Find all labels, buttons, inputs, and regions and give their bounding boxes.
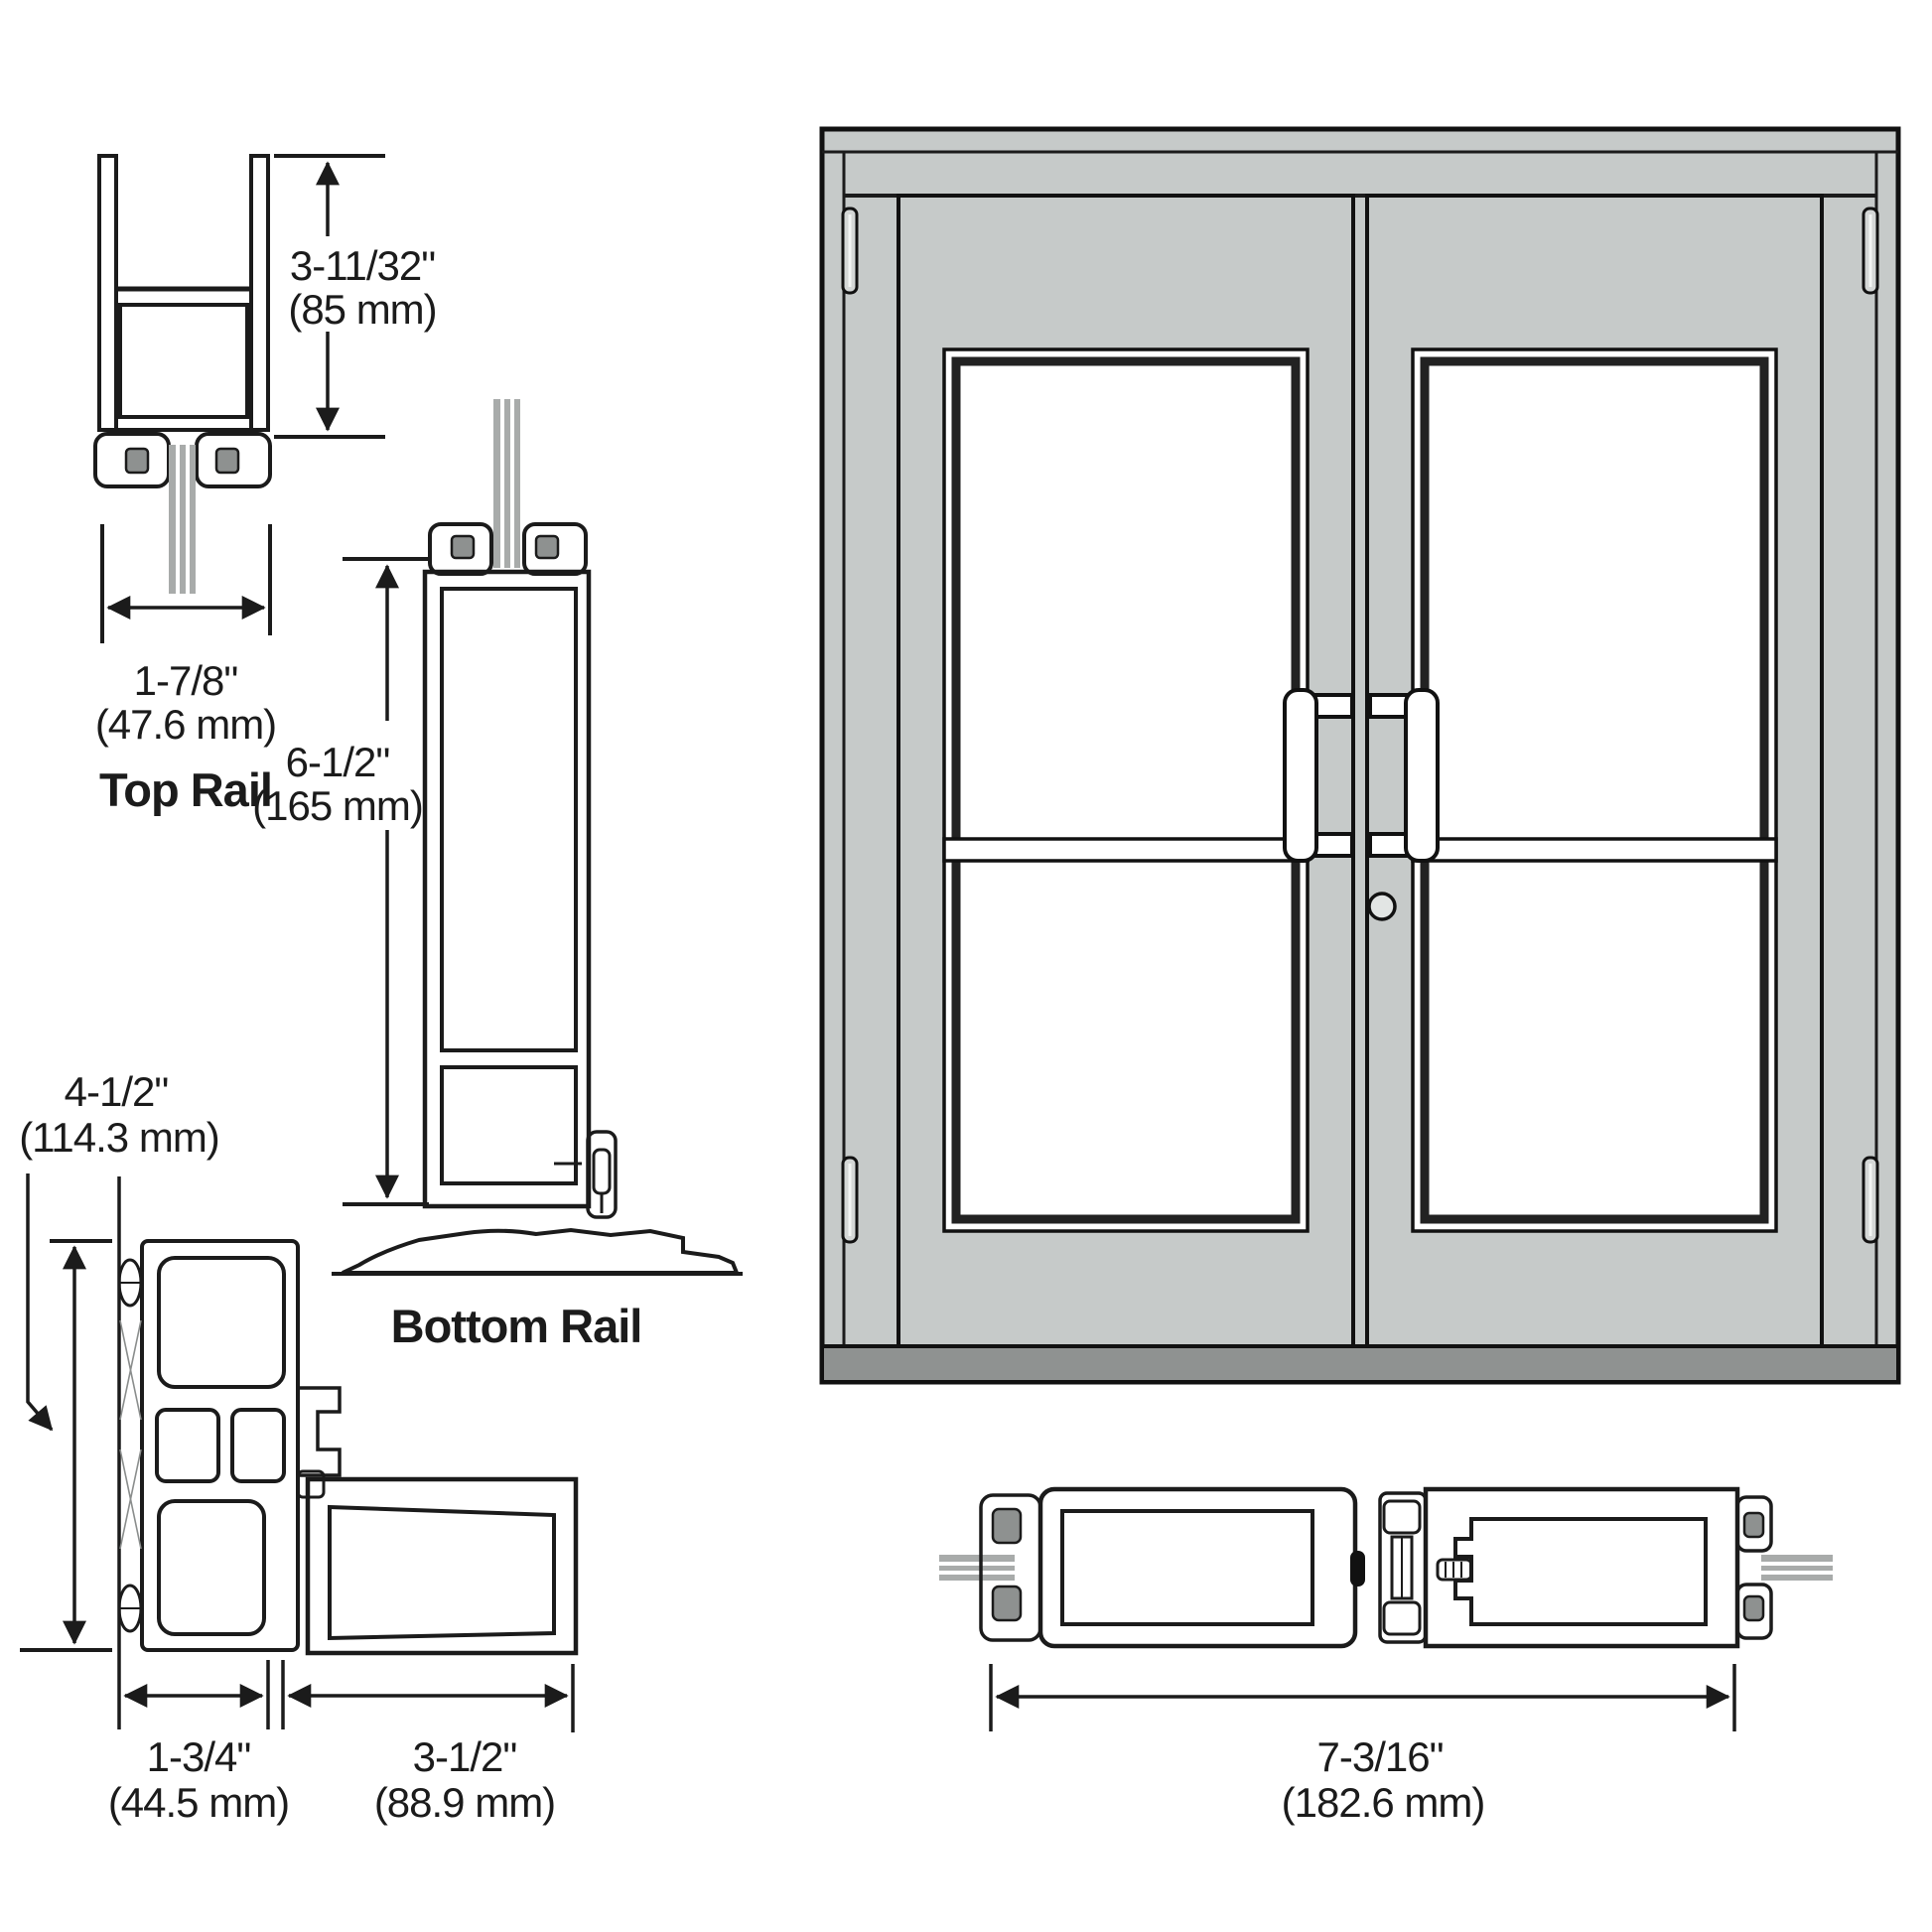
jamb-corner-detail: 4-1/2" (114.3 mm) (19, 1068, 579, 1826)
jamb-hollow-mid-right (230, 1408, 286, 1483)
shim-space-marks (119, 1319, 142, 1550)
door-stile-hollow (328, 1504, 556, 1641)
pair-width-metric: (182.6 mm) (1282, 1779, 1485, 1826)
left-gasket-top (991, 1507, 1023, 1545)
door-elevation (819, 126, 1901, 1385)
jamb-stop-clip (296, 1469, 326, 1499)
threshold (820, 1344, 1900, 1384)
top-rail-right-wall (249, 154, 270, 432)
hinge-bottom-right (1862, 1156, 1879, 1244)
bottom-rail-tube (422, 569, 592, 1209)
bottom-rail-height-imperial: 6-1/2" (286, 739, 390, 785)
top-rail-gasket-insert-left (124, 447, 150, 475)
stile-width-imperial: 3-1/2" (413, 1733, 517, 1780)
bottom-rail-hollow-upper (440, 587, 578, 1052)
door-stile-tube (305, 1476, 579, 1656)
jamb-depth-metric: (114.3 mm) (19, 1114, 219, 1161)
bottom-rail-detail: 6-1/2" (165 mm) Bottom Rail (252, 399, 743, 1352)
glass-section (169, 445, 196, 594)
top-rail-width-metric: (47.6 mm) (95, 701, 276, 748)
right-gasket-top (1742, 1511, 1765, 1539)
meeting-stile-detail: 7-3/16" (182.6 mm) (939, 1486, 1833, 1826)
bottom-rail-gasket-insert-right (534, 534, 560, 560)
top-rail-hollow (118, 303, 249, 419)
glass-section (1761, 1555, 1833, 1581)
lock-channel (1378, 1491, 1428, 1644)
bottom-rail-gasket-insert-left (450, 534, 476, 560)
pull-handle-right (1368, 688, 1440, 863)
right-stile-hollow (1453, 1517, 1708, 1626)
top-rail-width-dimension: 1-7/8" (47.6 mm) (95, 524, 277, 748)
left-stile-hollow (1060, 1509, 1314, 1626)
top-rail-width-imperial: 1-7/8" (134, 657, 238, 704)
hinge-top-right (1862, 207, 1879, 295)
jamb-hollow-top (157, 1256, 286, 1389)
bottom-rail-hollow-lower (440, 1065, 578, 1185)
flush-bolt (554, 1130, 618, 1219)
jamb-depth-imperial: 4-1/2" (65, 1068, 169, 1115)
pull-handle-left (1283, 688, 1354, 863)
top-rail-gasket-right (195, 432, 272, 488)
mid-rail-left (942, 837, 1310, 863)
bottom-rail-label: Bottom Rail (391, 1300, 642, 1352)
jamb-hollow-mid-left (155, 1408, 220, 1483)
hinge-bottom-left (841, 1156, 859, 1244)
stile-width-metric: (88.9 mm) (374, 1779, 555, 1826)
glass-section (493, 399, 520, 568)
top-rail-height-imperial: 3-11/32" (290, 242, 435, 289)
astragal-bump (1350, 1551, 1365, 1587)
jamb-body (140, 1239, 300, 1652)
top-rail-height-metric: (85 mm) (288, 286, 436, 333)
bottom-rail-height-metric: (165 mm) (252, 782, 423, 829)
glass-section (939, 1555, 1015, 1581)
fastener (1436, 1558, 1473, 1582)
frame-leader-line (26, 1173, 54, 1432)
top-rail-label: Top Rail (99, 763, 272, 816)
right-glazing-channel-bottom (1735, 1583, 1773, 1640)
threshold-ramp (342, 1227, 740, 1275)
mid-rail-right (1411, 837, 1778, 863)
jamb-width-metric: (44.5 mm) (108, 1779, 289, 1826)
right-glazing-channel-top (1735, 1495, 1773, 1553)
left-gasket-bottom (991, 1585, 1023, 1622)
pair-width-imperial: 7-3/16" (1317, 1733, 1444, 1780)
jamb-hollow-bottom (157, 1499, 266, 1636)
door-glass-left (942, 347, 1310, 1233)
top-rail-left-wall (97, 154, 118, 432)
pair-width-dimension: 7-3/16" (182.6 mm) (989, 1664, 1736, 1826)
top-rail-gasket-insert-right (214, 447, 240, 475)
top-rail-height-dimension: 3-11/32" (85 mm) (274, 154, 438, 439)
jamb-depth-dimension (20, 1239, 112, 1652)
hinge-top-left (841, 207, 859, 295)
jamb-width-imperial: 1-3/4" (147, 1733, 251, 1780)
door-glass-right (1411, 347, 1778, 1233)
lock-cylinder (1367, 892, 1397, 921)
jamb-doorstop (298, 1386, 342, 1477)
top-rail-detail: 3-11/32" (85 mm) 1-7/8" (47.6 mm) Top Ra… (93, 154, 438, 816)
jamb-width-dimension: 1-3/4" (44.5 mm) 3-1/2" (88.9 mm) (108, 1660, 575, 1826)
right-gasket-bottom (1742, 1594, 1765, 1622)
bottom-rail-height-dimension: 6-1/2" (165 mm) (252, 557, 429, 1206)
right-stile-tube (1423, 1486, 1740, 1649)
